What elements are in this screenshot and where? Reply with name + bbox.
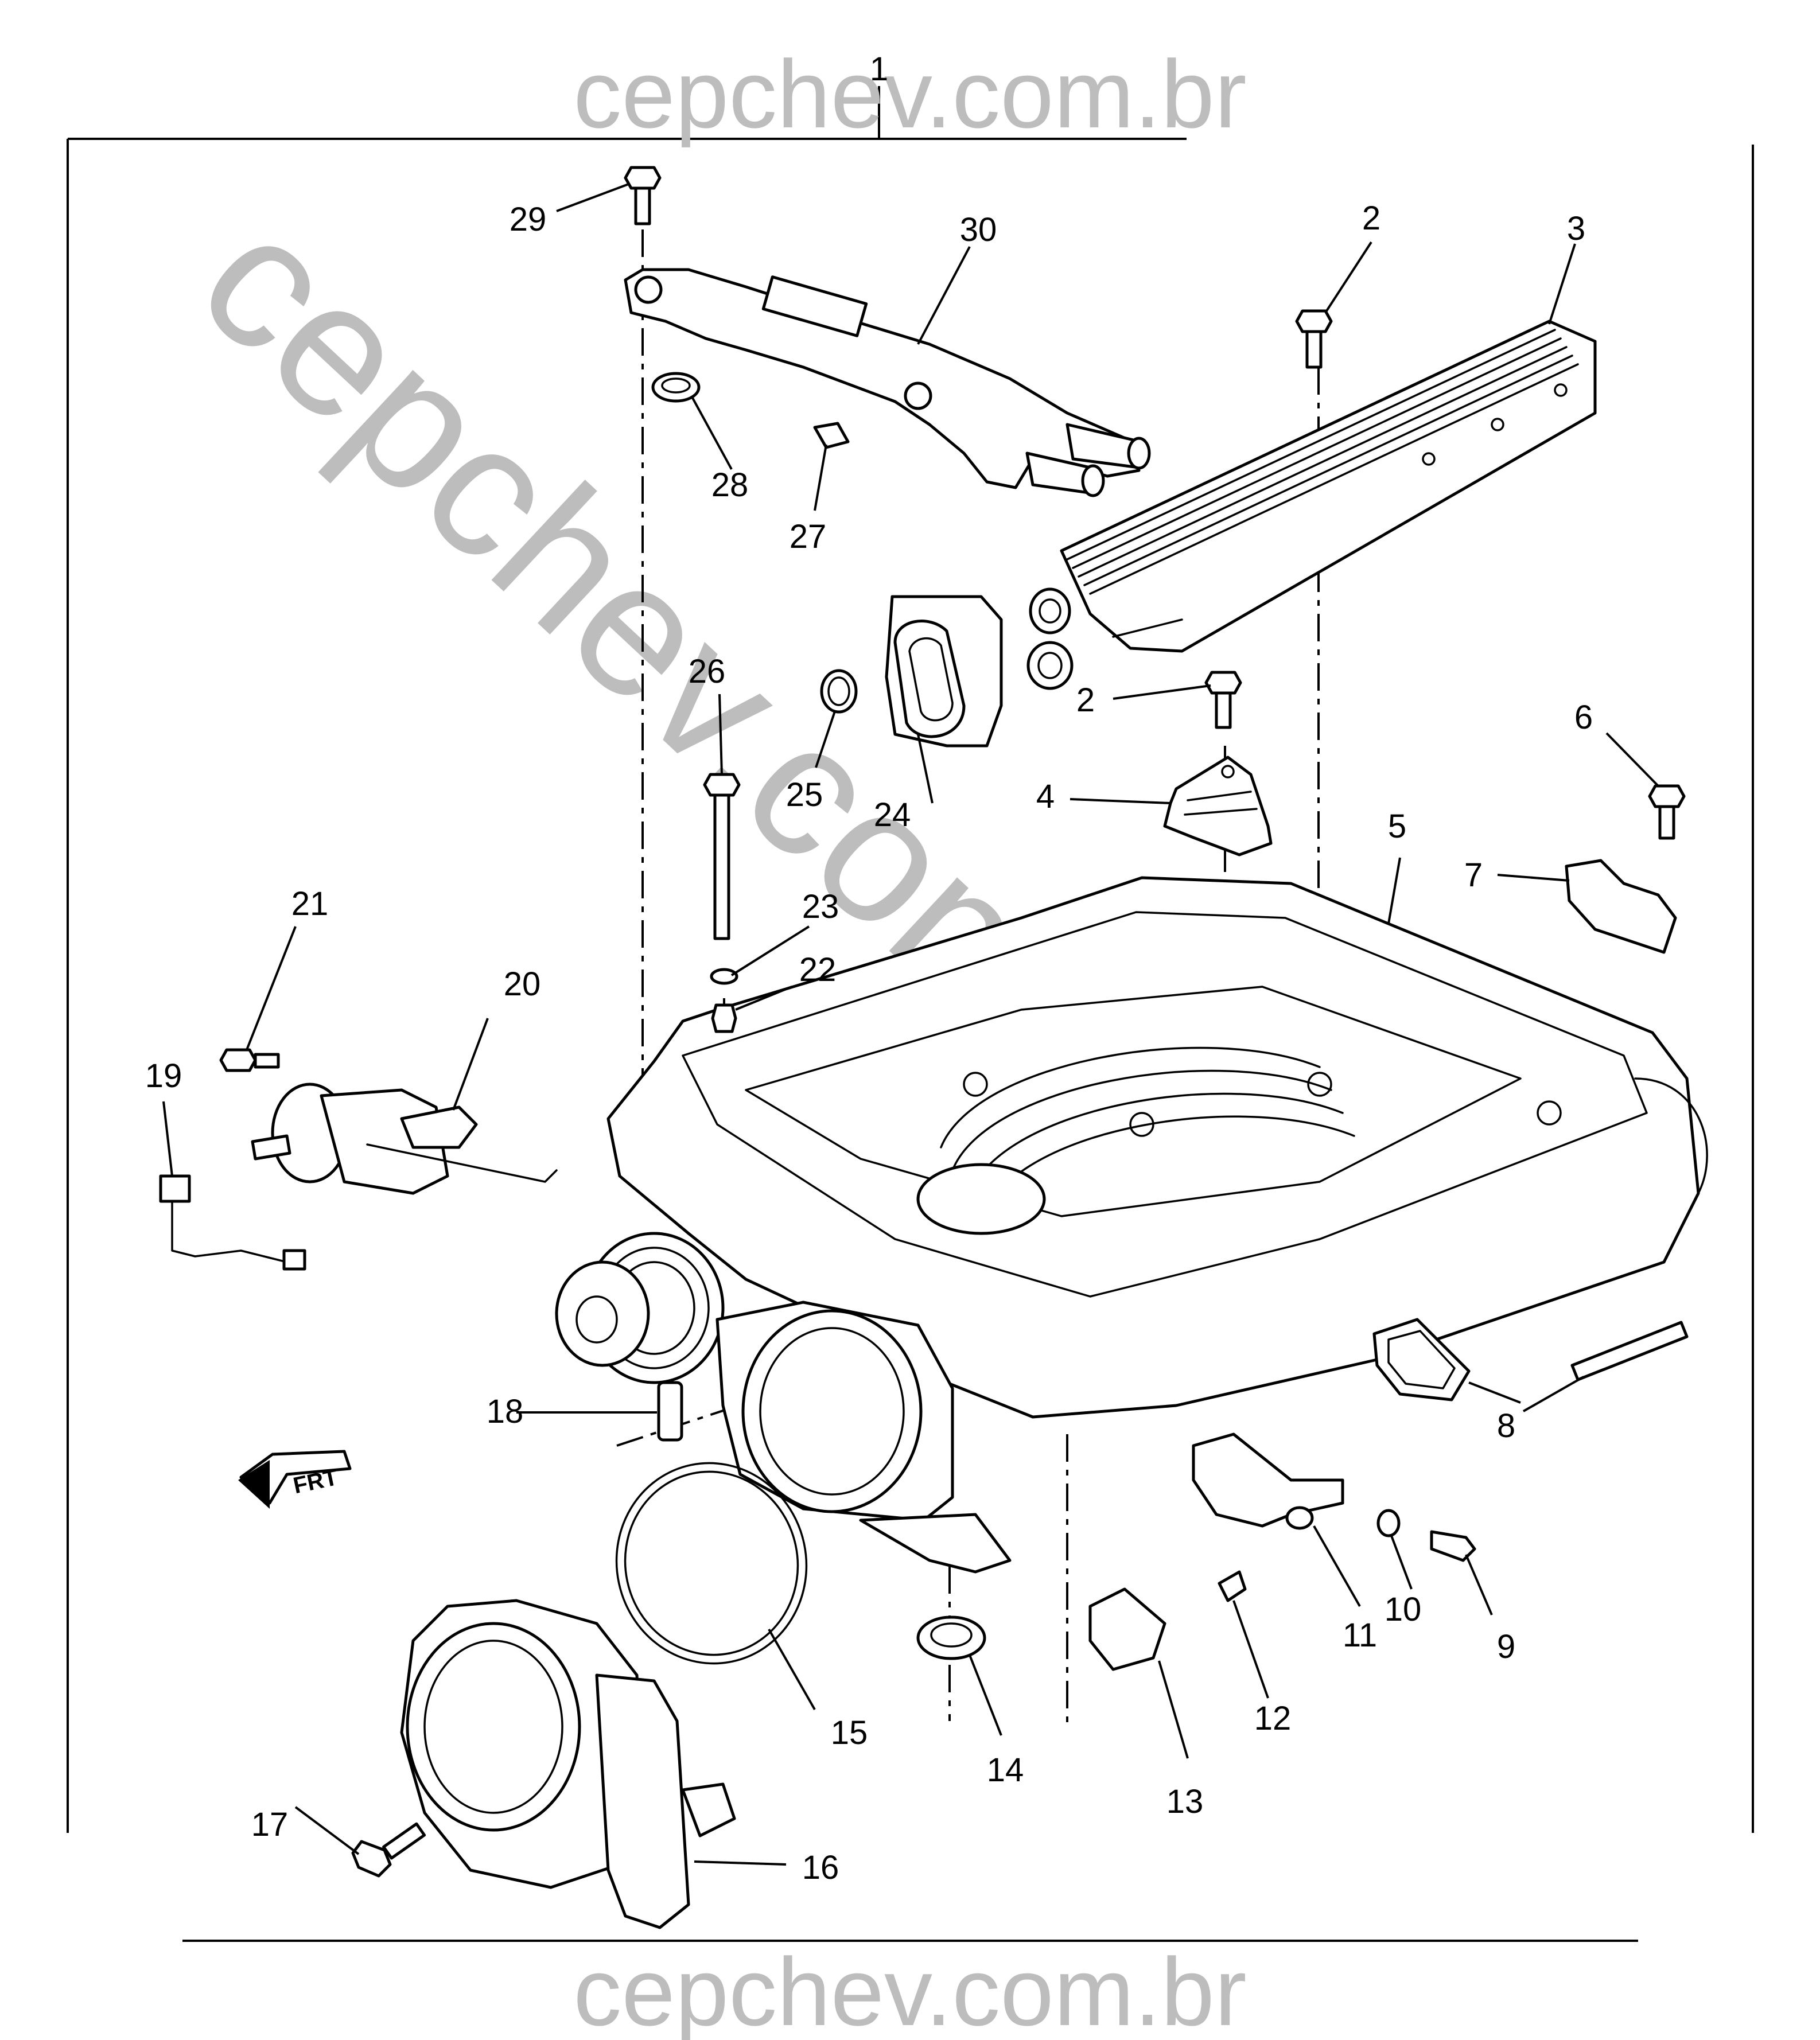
callout-20: 20 bbox=[504, 966, 541, 1003]
o-ring bbox=[820, 669, 858, 714]
callout-numbers: 1 29 30 2 3 28 27 26 2 6 25 24 4 5 7 21 … bbox=[145, 50, 1593, 1886]
callout-25: 25 bbox=[786, 776, 823, 813]
dowel bbox=[657, 1381, 683, 1442]
callout-11: 11 bbox=[1343, 1617, 1377, 1654]
callout-23: 23 bbox=[802, 888, 839, 925]
front-direction-indicator: FRT bbox=[238, 1450, 352, 1509]
bolts bbox=[219, 166, 1686, 1878]
intake-gaskets bbox=[1372, 1318, 1689, 1401]
callout-3: 3 bbox=[1567, 210, 1585, 247]
supercharger-housing bbox=[606, 876, 1708, 1419]
small-fittings bbox=[651, 372, 1401, 1537]
callout-17: 17 bbox=[251, 1806, 289, 1843]
watermark-bottom: cepchev.com.br bbox=[573, 1938, 1246, 2040]
seal bbox=[916, 1615, 986, 1660]
vacuum-hose bbox=[159, 1174, 306, 1271]
sensor bbox=[1192, 1432, 1344, 1530]
callout-18: 18 bbox=[487, 1393, 524, 1430]
callout-27: 27 bbox=[790, 518, 827, 555]
callout-24: 24 bbox=[874, 796, 911, 834]
callout-12: 12 bbox=[1254, 1700, 1292, 1737]
callout-28: 28 bbox=[711, 466, 749, 504]
callout-29: 29 bbox=[510, 201, 547, 238]
fuel-rail bbox=[624, 268, 1151, 497]
callout-7: 7 bbox=[1464, 857, 1483, 894]
bypass-actuator bbox=[251, 1083, 558, 1195]
drive-pulley bbox=[555, 1232, 725, 1384]
throttle-inlet-flange bbox=[715, 1301, 1012, 1574]
callout-19: 19 bbox=[145, 1057, 182, 1095]
callout-2-top: 2 bbox=[1362, 200, 1380, 237]
callout-14: 14 bbox=[987, 1751, 1024, 1789]
inlet-elbow-gasket bbox=[885, 595, 1003, 748]
callout-22: 22 bbox=[799, 951, 837, 988]
connector bbox=[1088, 1587, 1166, 1671]
charge-air-cooler bbox=[1026, 320, 1597, 690]
bracket bbox=[1163, 756, 1273, 857]
callout-2-mid: 2 bbox=[1076, 682, 1095, 719]
callout-16: 16 bbox=[802, 1849, 839, 1886]
callout-6: 6 bbox=[1574, 699, 1593, 736]
callout-9: 9 bbox=[1497, 1628, 1515, 1665]
leader-lines bbox=[162, 182, 1659, 1866]
callout-15: 15 bbox=[831, 1714, 868, 1751]
watermark-top: cepchev.com.br bbox=[573, 40, 1246, 148]
callout-1: 1 bbox=[870, 50, 888, 88]
callout-8: 8 bbox=[1497, 1407, 1515, 1445]
callout-5: 5 bbox=[1388, 808, 1406, 845]
callout-30: 30 bbox=[960, 211, 997, 248]
callout-13: 13 bbox=[1166, 1783, 1204, 1820]
callout-21: 21 bbox=[291, 885, 329, 922]
throttle-body bbox=[400, 1599, 736, 1929]
callout-10: 10 bbox=[1385, 1591, 1422, 1628]
callout-26: 26 bbox=[689, 653, 726, 690]
diagram-frame bbox=[67, 86, 1754, 1942]
throttle-body-gasket bbox=[615, 1462, 808, 1665]
callout-4: 4 bbox=[1036, 778, 1055, 815]
pressure-sensor bbox=[1565, 859, 1677, 954]
